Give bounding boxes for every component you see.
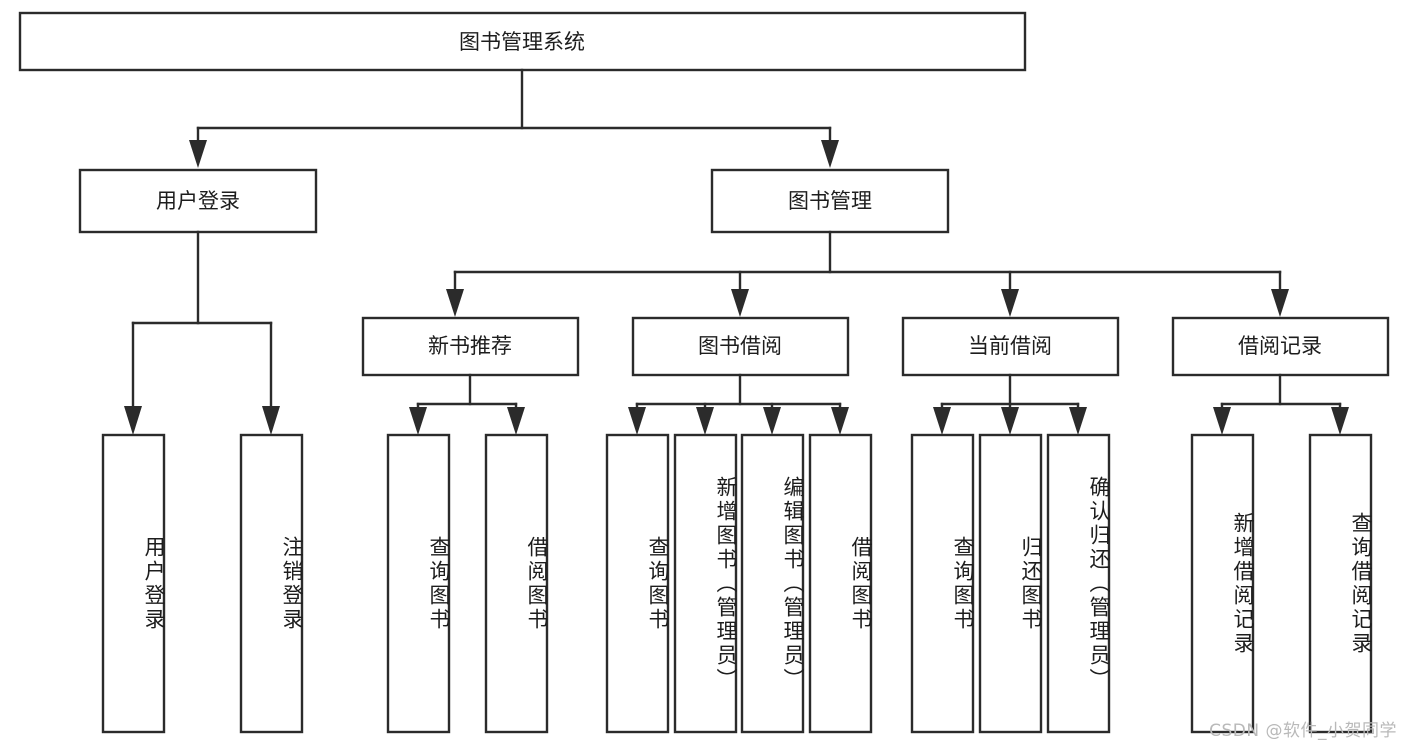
leaf-query-record-box[interactable] bbox=[1308, 433, 1373, 734]
node-root-label: 图书管理系统 bbox=[459, 30, 585, 54]
leaf-return-book-box[interactable] bbox=[978, 433, 1043, 734]
node-new-book-recommend-box[interactable] bbox=[361, 316, 580, 377]
node-borrow-record-label: 借阅记录 bbox=[1238, 334, 1322, 358]
arrow-head-icon bbox=[1069, 407, 1087, 435]
connector-borrow-record-to-leaves bbox=[1213, 373, 1349, 435]
connector-user-login-to-leaves bbox=[124, 230, 280, 435]
node-user-login[interactable]: 用户登录 bbox=[78, 168, 318, 234]
node-book-management-label: 图书管理 bbox=[788, 189, 872, 213]
leaf-borrow-book-1-box[interactable] bbox=[484, 433, 549, 734]
arrow-head-icon bbox=[1271, 289, 1289, 317]
node-borrow-record[interactable]: 借阅记录 bbox=[1171, 316, 1390, 377]
node-current-borrow-label: 当前借阅 bbox=[968, 334, 1052, 358]
leaf-query-book-2-box[interactable] bbox=[605, 433, 670, 734]
arrow-head-icon bbox=[1001, 407, 1019, 435]
leaf-user-logout-box[interactable] bbox=[239, 433, 304, 734]
arrow-head-icon bbox=[446, 289, 464, 317]
node-user-login-label: 用户登录 bbox=[156, 189, 240, 213]
leaf-borrow-book-2-box[interactable] bbox=[808, 433, 873, 734]
node-root-box[interactable] bbox=[18, 11, 1027, 72]
node-book-borrow[interactable]: 图书借阅 bbox=[631, 316, 850, 377]
connector-root-to-level2 bbox=[189, 68, 839, 168]
arrow-head-icon bbox=[763, 407, 781, 435]
arrow-head-icon bbox=[831, 407, 849, 435]
arrow-head-icon bbox=[1001, 289, 1019, 317]
arrow-head-icon bbox=[696, 407, 714, 435]
arrow-head-icon bbox=[189, 140, 207, 168]
arrow-head-icon bbox=[1331, 407, 1349, 435]
arrow-head-icon bbox=[731, 289, 749, 317]
node-new-book-recommend[interactable]: 新书推荐 bbox=[361, 316, 580, 377]
leaf-user-login-box[interactable] bbox=[101, 433, 166, 734]
node-current-borrow[interactable]: 当前借阅 bbox=[901, 316, 1120, 377]
connector-new-book-recommend-to-leaves bbox=[409, 373, 525, 435]
node-book-management[interactable]: 图书管理 bbox=[710, 168, 950, 234]
leaf-add-book-box[interactable] bbox=[673, 433, 738, 734]
connector-book-management-to-level3 bbox=[446, 230, 1289, 317]
arrow-head-icon bbox=[1213, 407, 1231, 435]
leaf-query-book-3-box[interactable] bbox=[910, 433, 975, 734]
csdn-watermark: CSDN @软件_小贺同学 bbox=[1209, 721, 1397, 741]
arrow-head-icon bbox=[262, 406, 280, 435]
connector-current-borrow-to-leaves bbox=[933, 373, 1087, 435]
node-book-management-box[interactable] bbox=[710, 168, 950, 234]
arrow-head-icon bbox=[933, 407, 951, 435]
arrow-head-icon bbox=[124, 406, 142, 435]
leaf-confirm-return-box[interactable] bbox=[1046, 433, 1111, 734]
node-borrow-record-box[interactable] bbox=[1171, 316, 1390, 377]
leaf-add-record-box[interactable] bbox=[1190, 433, 1255, 734]
leaf-edit-book-box[interactable] bbox=[740, 433, 805, 734]
arrow-head-icon bbox=[821, 140, 839, 168]
arrow-head-icon bbox=[409, 407, 427, 435]
node-root[interactable]: 图书管理系统 bbox=[18, 11, 1027, 72]
arrow-head-icon bbox=[507, 407, 525, 435]
node-book-borrow-box[interactable] bbox=[631, 316, 850, 377]
connector-book-borrow-to-leaves bbox=[628, 373, 849, 435]
leaf-query-book-1-box[interactable] bbox=[386, 433, 451, 734]
arrow-head-icon bbox=[628, 407, 646, 435]
node-current-borrow-box[interactable] bbox=[901, 316, 1120, 377]
node-new-book-recommend-label: 新书推荐 bbox=[428, 334, 512, 358]
node-book-borrow-label: 图书借阅 bbox=[698, 334, 782, 358]
